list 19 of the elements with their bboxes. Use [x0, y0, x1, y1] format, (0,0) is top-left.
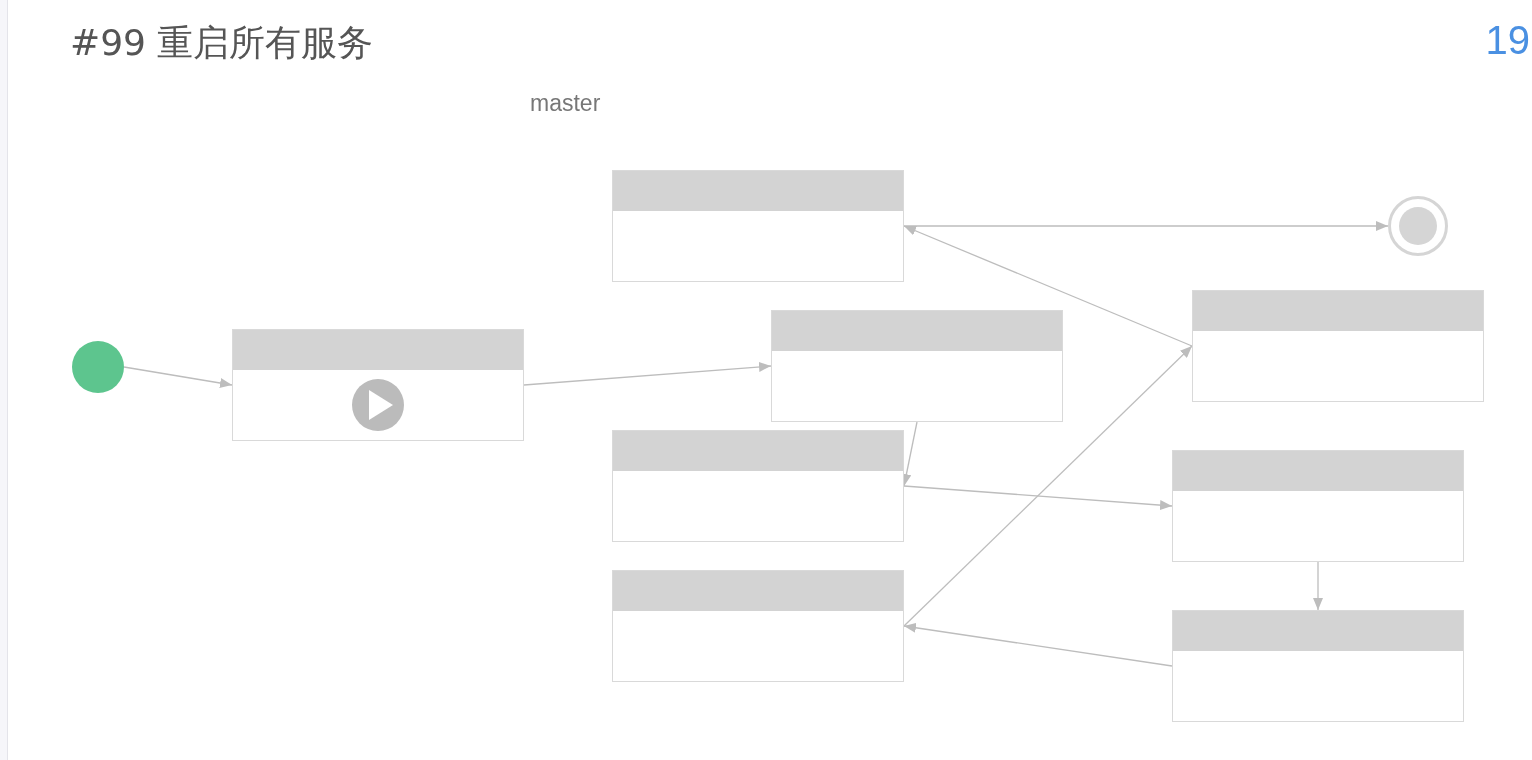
arrow: [1313, 561, 1323, 611]
stage-box: [612, 430, 904, 542]
branch-label: master: [530, 89, 601, 118]
stage-box: [771, 310, 1063, 422]
stage-box: [1172, 450, 1464, 562]
arrow: [903, 345, 1193, 627]
arrow: [903, 221, 1389, 231]
arrow: [903, 485, 1173, 511]
counter-number: 19: [1485, 17, 1530, 64]
stage-box: [612, 570, 904, 682]
arrow: [903, 622, 1173, 667]
stage-box: [1192, 290, 1484, 402]
page-title: #99 重启所有服务: [70, 21, 374, 65]
arrow: [903, 225, 1193, 347]
arrow: [123, 366, 233, 388]
stage-box: [1172, 610, 1464, 722]
arrow: [523, 361, 772, 386]
stage-box: [232, 329, 524, 441]
stage-box: [612, 170, 904, 282]
